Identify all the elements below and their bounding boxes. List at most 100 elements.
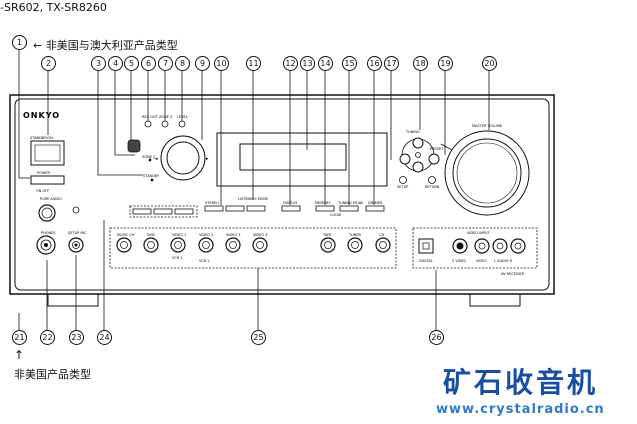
zone2-led-label: ZONE 2 bbox=[142, 155, 155, 159]
setup-label: SETUP bbox=[397, 185, 408, 189]
dimmer-button[interactable] bbox=[365, 205, 385, 212]
video-jack[interactable] bbox=[474, 238, 490, 254]
dimmer-label: DIMMER bbox=[368, 201, 383, 205]
rec-out-button[interactable] bbox=[144, 120, 152, 128]
callout-22: 22 bbox=[40, 330, 55, 345]
callout-16: 16 bbox=[367, 56, 382, 71]
callout-25: 25 bbox=[251, 330, 266, 345]
tuner-button[interactable] bbox=[347, 237, 363, 253]
digital-label: DIGITAL bbox=[419, 259, 433, 263]
return-button[interactable] bbox=[428, 176, 436, 184]
input-label-8: CD bbox=[379, 233, 384, 237]
stereo-label: STEREO bbox=[205, 201, 219, 205]
callout-19: 19 bbox=[438, 56, 453, 71]
return-label: RETURN bbox=[425, 185, 440, 189]
mode-button-3[interactable] bbox=[174, 208, 194, 215]
dvd-button[interactable] bbox=[143, 237, 159, 253]
stereo-button[interactable] bbox=[204, 205, 224, 212]
callout-8: 8 bbox=[175, 56, 190, 71]
vcr2-label: VCR 2 bbox=[199, 259, 210, 263]
audio-l-jack[interactable] bbox=[492, 238, 508, 254]
pure-audio-label: PURE AUDIO bbox=[40, 197, 62, 201]
note-bottom-arrow: ↑ bbox=[14, 348, 25, 362]
display-button[interactable] bbox=[281, 205, 301, 212]
multi-dial[interactable] bbox=[160, 135, 206, 181]
callout-12: 12 bbox=[283, 56, 298, 71]
callout-2: 2 bbox=[41, 56, 56, 71]
callout-13: 13 bbox=[300, 56, 315, 71]
callout-6: 6 bbox=[141, 56, 156, 71]
memory-label: MEMORY bbox=[315, 201, 331, 205]
nav-enter-button[interactable] bbox=[415, 152, 421, 158]
nav-down-button[interactable] bbox=[412, 161, 424, 173]
power-button[interactable] bbox=[30, 175, 65, 185]
power-label: POWER bbox=[37, 171, 51, 175]
callout-17: 17 bbox=[384, 56, 399, 71]
nav-right-button[interactable] bbox=[428, 153, 440, 165]
display-label: DISPLAY bbox=[283, 201, 298, 205]
level-button[interactable] bbox=[178, 120, 186, 128]
mode-button-2[interactable] bbox=[153, 208, 173, 215]
mode-button-group bbox=[129, 205, 198, 218]
leader-lines bbox=[18, 49, 490, 330]
av-receiver-label: AV RECEIVER bbox=[501, 272, 525, 276]
audio-r-jack[interactable] bbox=[510, 238, 526, 254]
zone2-label: ZONE 2 bbox=[159, 115, 172, 119]
callout-10: 10 bbox=[214, 56, 229, 71]
fl-display bbox=[239, 143, 347, 171]
preset-label: PRESET bbox=[430, 147, 444, 151]
music-ch-button[interactable] bbox=[116, 237, 132, 253]
nav-up-button[interactable] bbox=[412, 137, 424, 149]
video1-button[interactable] bbox=[170, 237, 186, 253]
volume-bezel bbox=[444, 130, 530, 216]
input-label-4: VIDEO 3 bbox=[226, 233, 240, 237]
callout-4: 4 bbox=[108, 56, 123, 71]
zone2-button[interactable] bbox=[161, 120, 169, 128]
tuning-mode-label: TUNING MODE bbox=[337, 201, 363, 205]
chassis bbox=[9, 94, 555, 307]
video4-button[interactable] bbox=[252, 237, 268, 253]
pure-audio-led bbox=[72, 206, 80, 214]
dial-right-glyph: ▸ bbox=[206, 156, 209, 162]
rec-out-label: REC OUT bbox=[142, 115, 159, 119]
input-label-7: TUNER bbox=[348, 233, 362, 237]
memory-button[interactable] bbox=[315, 205, 335, 212]
cd-button[interactable] bbox=[375, 237, 391, 253]
note-bottom: 非美国产品类型 bbox=[14, 368, 91, 381]
callout-9: 9 bbox=[195, 56, 210, 71]
display-window bbox=[216, 132, 388, 187]
input-label-0: MUSIC CH bbox=[117, 233, 135, 237]
callout-5: 5 bbox=[124, 56, 139, 71]
model-header: -SR602, TX-SR8260 bbox=[0, 1, 107, 14]
level-label: LEVEL bbox=[177, 115, 188, 119]
callout-20: 20 bbox=[482, 56, 497, 71]
zone2-led bbox=[148, 158, 152, 162]
tuning-mode-button[interactable] bbox=[339, 205, 359, 212]
callout-7: 7 bbox=[158, 56, 173, 71]
master-volume-knob[interactable] bbox=[452, 138, 522, 208]
video3-button[interactable] bbox=[225, 237, 241, 253]
master-volume-label: MASTER VOLUME bbox=[472, 124, 502, 128]
setup-button[interactable] bbox=[399, 176, 407, 184]
listening-mode-right-button[interactable] bbox=[246, 205, 266, 212]
standby-led-label: STANDBY bbox=[143, 174, 160, 178]
vcr1-label: VCR 1 bbox=[172, 256, 183, 260]
watermark-url: www.crystalradio.cn bbox=[436, 402, 605, 417]
tuning-label: TUNING bbox=[405, 130, 420, 134]
listening-mode-left-button[interactable] bbox=[225, 205, 245, 212]
callout-23: 23 bbox=[69, 330, 84, 345]
power-state-label: ON OFF bbox=[36, 189, 49, 193]
standby-on-button[interactable] bbox=[30, 140, 65, 166]
video2-button[interactable] bbox=[198, 237, 214, 253]
video-input-group bbox=[412, 227, 538, 269]
video-label: VIDEO bbox=[476, 259, 487, 263]
clear-label: CLEAR bbox=[330, 213, 342, 217]
pure-audio-button[interactable] bbox=[38, 204, 56, 222]
mode-button-1[interactable] bbox=[132, 208, 152, 215]
input-selector-group bbox=[109, 227, 397, 269]
audio-lr-label: L AUDIO R bbox=[494, 259, 513, 263]
digital-optical-jack[interactable] bbox=[418, 238, 434, 254]
tape-button[interactable] bbox=[320, 237, 336, 253]
nav-left-button[interactable] bbox=[399, 153, 411, 165]
